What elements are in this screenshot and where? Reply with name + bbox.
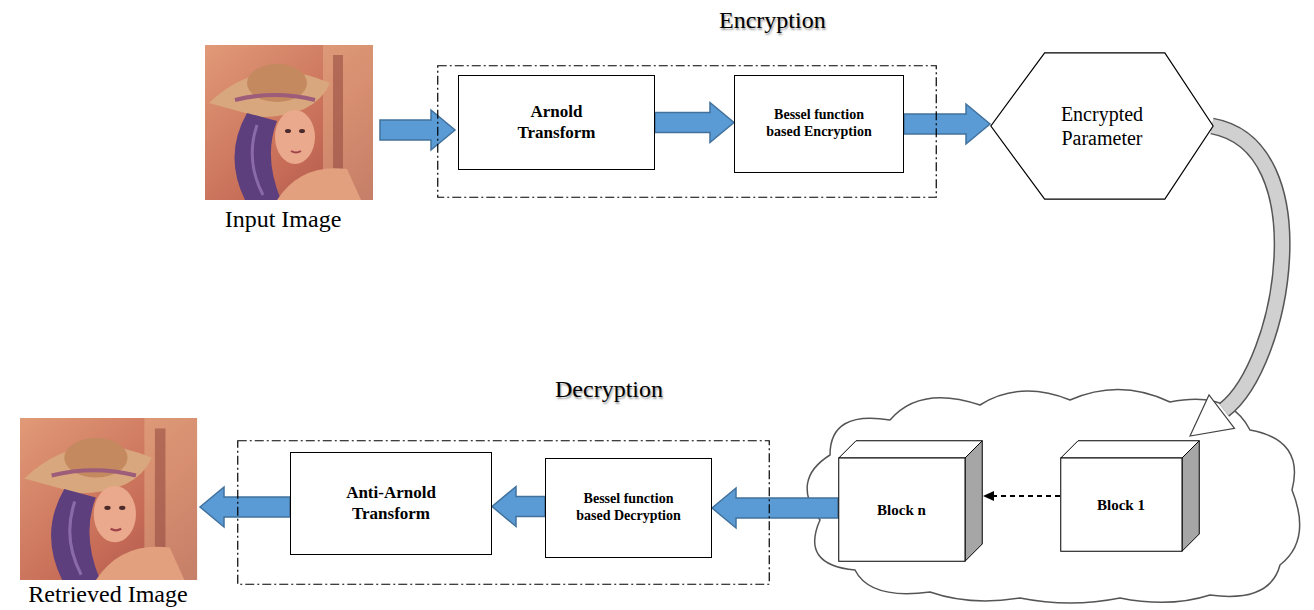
stage-heading: Decryption	[555, 376, 663, 403]
block-label: Block n	[877, 501, 926, 519]
process-box: Anti-Arnold Transform	[290, 452, 492, 555]
process-label: Bessel function based Decryption	[575, 491, 683, 525]
flow-arrow	[655, 103, 734, 143]
cube-outline	[838, 440, 983, 562]
parameter-label: Encrypted Parameter	[1037, 102, 1167, 150]
block-cube: Block 1	[1060, 440, 1200, 552]
block-cube: Block n	[838, 440, 983, 562]
stage-group: EncryptionArnold TransformBessel functio…	[437, 65, 937, 198]
image-caption: Input Image	[225, 206, 342, 232]
text-holder: Bessel function based Decryption	[546, 459, 711, 557]
text-holder: Encrypted Parameter	[990, 52, 1214, 200]
text-holder: Anti-Arnold Transform	[291, 453, 491, 554]
process-label: Anti-Arnold Transform	[336, 483, 446, 524]
flow-arrow	[712, 488, 838, 528]
stage-heading: Encryption	[719, 7, 826, 34]
text-holder: Block n	[838, 458, 965, 562]
block-label: Block 1	[1097, 496, 1145, 514]
process-box: Arnold Transform	[458, 75, 655, 170]
chain-link-arrow	[983, 491, 1060, 501]
parameter-hexagon: Encrypted Parameter	[990, 52, 1214, 200]
curved-transfer-arrow	[1190, 126, 1282, 436]
hexagon-outline	[990, 52, 1214, 200]
flow-arrow	[904, 104, 990, 144]
input-arrow	[380, 110, 455, 150]
process-label: Bessel function based Encryption	[765, 107, 873, 141]
text-holder: Bessel function based Encryption	[735, 76, 903, 172]
retrieved-photo	[20, 418, 197, 580]
process-box: Bessel function based Encryption	[734, 75, 904, 173]
flow-arrow	[492, 487, 545, 527]
cube-outline	[1060, 440, 1200, 552]
output-arrow	[200, 487, 290, 527]
process-label: Arnold Transform	[502, 102, 612, 143]
input-photo	[205, 45, 373, 200]
text-holder: Block 1	[1060, 458, 1182, 552]
text-holder: Arnold Transform	[459, 76, 654, 169]
cloud-shape	[807, 389, 1300, 603]
process-box: Bessel function based Decryption	[545, 458, 712, 558]
stage-group: DecryptionAnti-Arnold TransformBessel fu…	[237, 440, 770, 585]
image-caption: Retrieved Image	[28, 581, 187, 607]
